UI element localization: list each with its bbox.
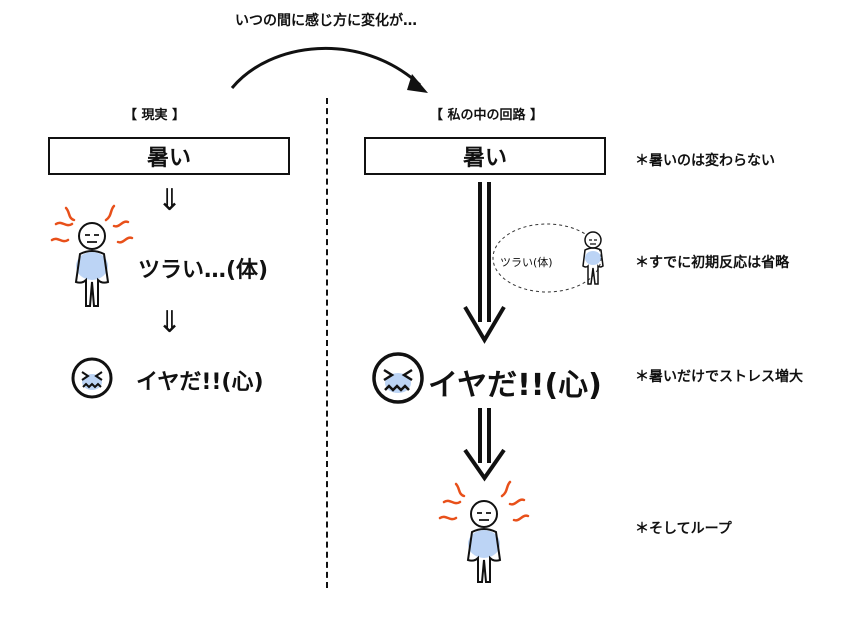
right-header: 【 私の中の回路 】 (430, 108, 544, 123)
bold-arrow-2-icon (463, 408, 506, 482)
left-arrow-2-icon: ⇓ (157, 305, 183, 340)
right-hot-label: 暑い (462, 146, 507, 171)
left-hot-box: 暑い (48, 137, 290, 175)
left-mind-label: イヤだ!!(心) (136, 370, 264, 395)
left-header: 【 現実 】 (124, 108, 186, 123)
bubble-label: ツラい(体) (500, 256, 553, 269)
note-unchanged: ＊暑いのは変わらない (635, 153, 775, 169)
left-hot-label: 暑い (146, 146, 191, 171)
top-caption: いつの間に感じ方に変化が… (235, 13, 417, 29)
note-loop: ＊そしてループ (635, 521, 732, 537)
bold-arrow-icon (463, 182, 506, 344)
transition-curve-arrow (230, 47, 428, 93)
left-body-label: ツラい…(体) (138, 258, 269, 283)
center-divider (326, 98, 328, 588)
upset-face-icon (71, 357, 113, 399)
small-person-icon (582, 231, 604, 285)
upset-face-large-icon (372, 352, 424, 404)
left-arrow-1-icon: ⇓ (157, 183, 183, 218)
right-mind-label: イヤだ!!(心) (428, 368, 602, 403)
note-stress: ＊暑いだけでストレス増大 (635, 369, 803, 385)
looping-person-icon (438, 480, 530, 583)
note-skipped: ＊すでに初期反応は省略 (635, 255, 790, 271)
right-hot-box: 暑い (364, 137, 606, 175)
suffering-person-icon (50, 204, 134, 307)
